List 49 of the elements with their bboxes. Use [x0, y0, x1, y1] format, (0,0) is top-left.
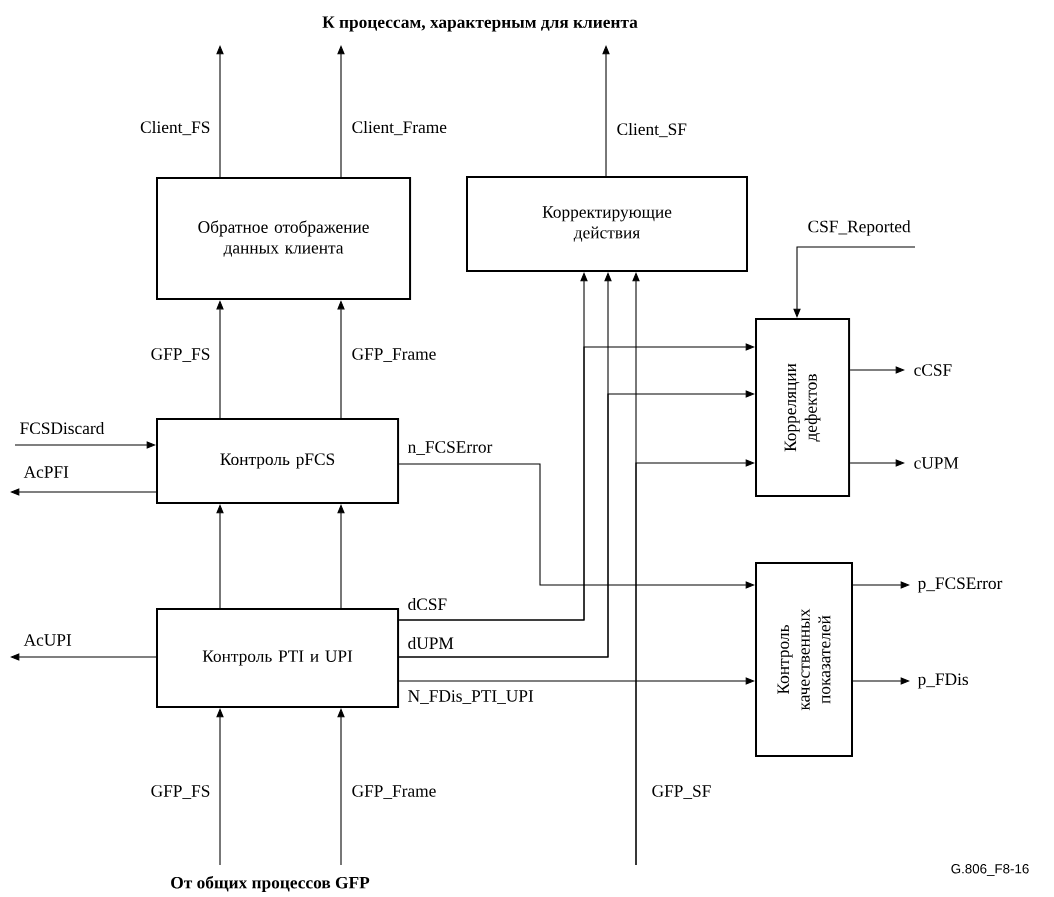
arrow — [793, 246, 916, 318]
arrow — [337, 504, 345, 609]
edge-label: p_FDis — [917, 673, 969, 689]
arrow — [852, 677, 910, 685]
heading: От общих процессов GFP — [171, 875, 370, 893]
edge-label: Client_SF — [617, 122, 687, 138]
arrow — [398, 463, 755, 589]
arrow — [852, 581, 910, 589]
process-box: Контроль pFCS — [156, 418, 400, 504]
process-box: Контроль качественных показателей — [755, 562, 853, 758]
edge-label: dUPM — [408, 636, 454, 650]
edge-label: AcPFI — [23, 466, 69, 478]
process-box: Корректирующие действия — [466, 176, 748, 272]
title: К процессам, характерным для клиента — [322, 16, 638, 32]
edge-label: dCSF — [408, 597, 447, 611]
process-box: Контроль PTI и UPI — [156, 608, 400, 708]
edge-label: Client_Frame — [352, 120, 447, 136]
edge-label: GFP_SF — [652, 785, 711, 799]
edge-label: CSF_Reported — [808, 220, 911, 236]
edge-label: GFP_FS — [151, 785, 210, 799]
arrow — [602, 45, 610, 177]
figure-code: G.806_F8-16 — [951, 864, 1029, 876]
arrow — [849, 459, 905, 467]
arrow — [216, 708, 224, 866]
arrow — [337, 708, 345, 866]
edge-label: AcUPI — [23, 634, 72, 646]
edge-label: Client_FS — [140, 120, 210, 136]
edge-label: cCSF — [914, 364, 952, 376]
edge-label: GFP_Frame — [352, 348, 436, 362]
arrow — [337, 45, 345, 178]
arrow — [398, 343, 755, 621]
arrow — [10, 653, 157, 661]
arrow — [849, 366, 905, 374]
edge-label: n_FCSError — [408, 441, 493, 455]
arrow — [216, 45, 224, 178]
edge-label: GFP_Frame — [352, 785, 436, 799]
process-box: Корреляции дефектов — [755, 318, 851, 498]
process-box: Обратное отображение данных клиента — [156, 177, 412, 301]
edge-label: FCSDiscard — [20, 421, 105, 435]
arrow — [10, 488, 157, 496]
arrow — [398, 677, 755, 685]
arrow — [216, 504, 224, 609]
arrow — [635, 459, 755, 866]
edge-label: N_FDis_PTI_UPI — [408, 690, 534, 704]
arrow — [14, 441, 156, 449]
edge-label: GFP_FS — [151, 348, 210, 362]
arrow — [398, 390, 755, 658]
edge-label: cUPM — [914, 457, 959, 469]
edge-label: p_FCSError — [917, 577, 1003, 593]
